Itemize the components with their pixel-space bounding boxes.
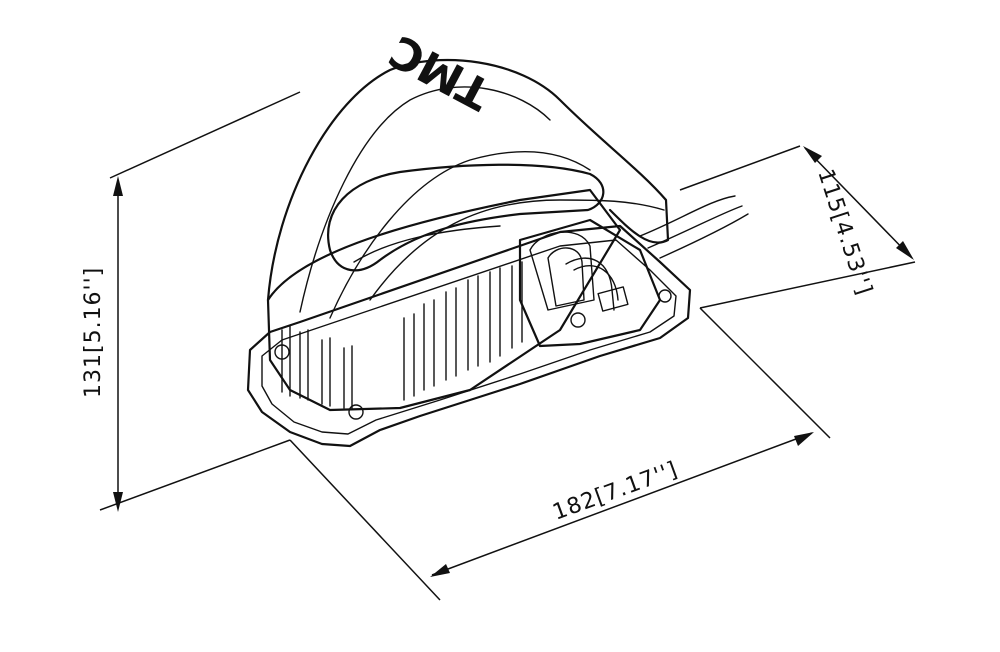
depth-extension-bottom <box>699 261 916 309</box>
inner-lens <box>327 163 605 272</box>
width-extension-right <box>699 307 831 439</box>
depth-arrow-bottom <box>896 241 914 260</box>
width-arrow-left <box>430 564 450 577</box>
height-arrow-top <box>113 176 123 196</box>
mount-hole-mid-icon <box>570 312 586 328</box>
height-dimension-label: 131[5.16''] <box>81 267 106 398</box>
housing-body <box>266 188 622 412</box>
mount-hole-front-icon <box>348 404 364 420</box>
depth-arrow-top <box>803 146 822 163</box>
height-dimension: 131[5.16''] <box>81 91 301 512</box>
connector-box <box>518 218 662 348</box>
width-dimension-line <box>431 432 813 576</box>
cable <box>639 195 749 259</box>
depth-dimension-label: 115[4.53''] <box>812 166 876 299</box>
depth-extension-top <box>679 145 801 191</box>
width-arrow-right <box>794 432 814 446</box>
cooling-ribs <box>281 261 523 409</box>
dome-cover <box>266 58 670 319</box>
width-extension-left <box>289 439 441 601</box>
base-plate <box>246 224 692 448</box>
height-extension-bottom <box>99 439 291 511</box>
height-extension-top <box>109 91 301 179</box>
height-arrow-bottom <box>113 492 123 512</box>
depth-dimension-line <box>804 147 913 259</box>
depth-dimension: 115[4.53''] <box>679 145 916 309</box>
width-dimension: 182[7.17''] <box>289 307 831 601</box>
logo-text: TMC <box>382 24 500 119</box>
width-dimension-label: 182[7.17''] <box>550 457 682 525</box>
